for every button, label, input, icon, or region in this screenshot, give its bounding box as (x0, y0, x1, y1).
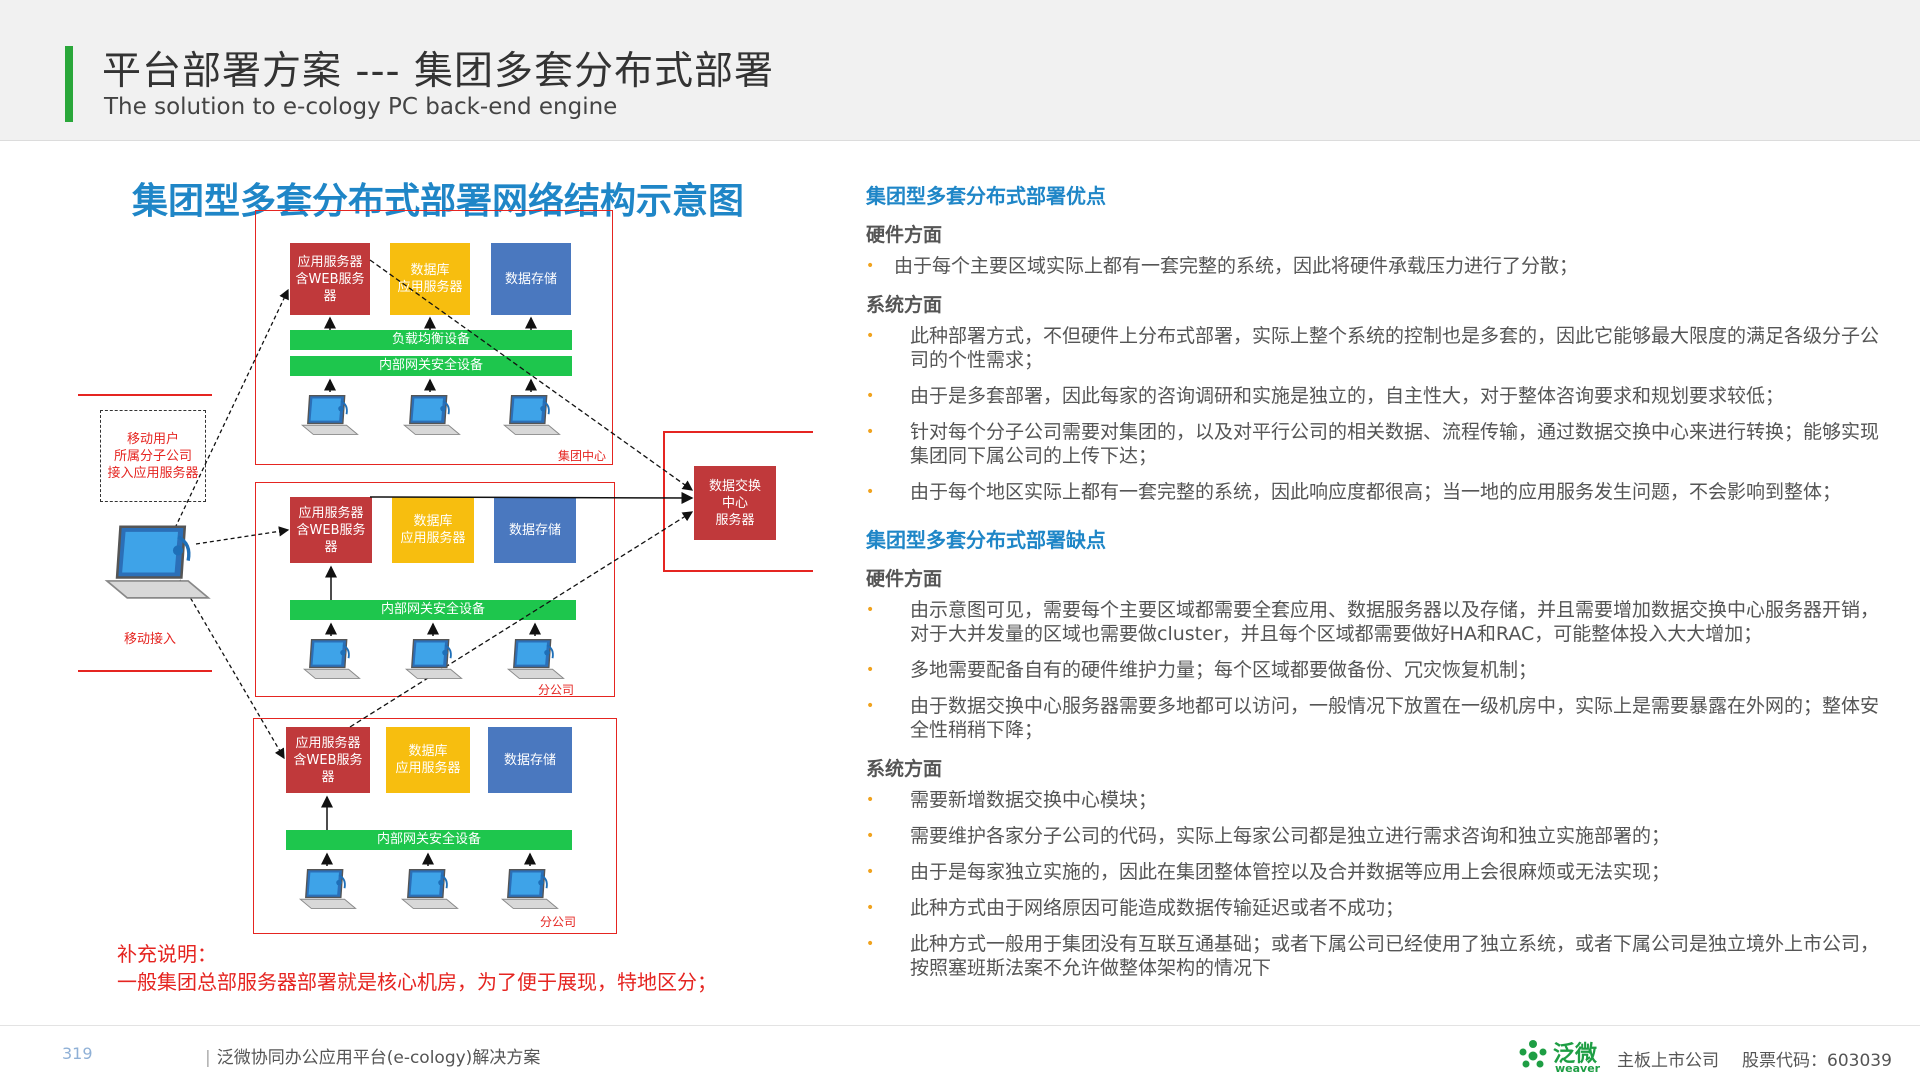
page-number: 319 (62, 1044, 93, 1063)
storage-box-1: 数据存储 (491, 243, 571, 315)
list-item: •由于每个地区实际上都有一套完整的系统，因此响应度都很高；当一地的应用服务发生问… (866, 481, 1842, 503)
mobile-note-box: 移动用户 所属分子公司 接入应用服务器 (100, 410, 206, 502)
mobile-access-label: 移动接入 (124, 632, 177, 647)
load-balancer-bar-1: 负载均衡设备 (290, 330, 572, 350)
footer-divider (0, 1025, 1920, 1026)
list-item: •由于是每家独立实施的，因此在集团整体管控以及合并数据等应用上会很麻烦或无法实现… (866, 861, 1671, 883)
app-server-box-2: 应用服务器 含WEB服务器 (290, 497, 372, 563)
arrow-mobile-to-r2 (195, 526, 290, 545)
mobile-laptop-icon (105, 525, 211, 600)
advantages-hardware-title: 硬件方面 (866, 224, 943, 246)
region-group-center (255, 210, 613, 465)
stock-code: 股票代码：603039 (1742, 1051, 1892, 1071)
region-group-center-label: 集团中心 (558, 449, 607, 463)
arrow-r2-to-exchange (369, 491, 694, 504)
exchange-region-left (663, 431, 665, 571)
disadvantages-title: 集团型多套分布式部署缺点 (866, 528, 1106, 552)
laptop-icon (501, 868, 559, 910)
list-item: •由于是多套部署，因此每家的咨询调研和实施是独立的，自主性大，对于整体咨询要求和… (866, 385, 1785, 407)
slide-subtitle: The solution to e-cology PC back-end eng… (104, 94, 618, 120)
gateway-bar-1: 内部网关安全设备 (290, 356, 572, 376)
arrow-mobile-to-r3 (179, 579, 285, 760)
exchange-region-bottom (663, 570, 813, 572)
diagram-title: 集团型多套分布式部署网络结构示意图 (132, 181, 745, 222)
db-server-box-3: 数据库 应用服务器 (386, 727, 470, 793)
gateway-bar-3: 内部网关安全设备 (286, 830, 572, 850)
laptop-icon (405, 638, 463, 680)
app-server-box-1: 应用服务器 含WEB服务器 (290, 243, 370, 315)
company-type: 主板上市公司 (1617, 1051, 1719, 1071)
supplementary-note: 补充说明： 一般集团总部服务器部署就是核心机房，为了便于展现，特地区分； (117, 940, 717, 996)
slide-header: 平台部署方案 --- 集团多套分布式部署 The solution to e-c… (0, 0, 1920, 141)
laptop-icon (303, 638, 361, 680)
arrow-mobile-to-r1 (174, 288, 289, 529)
note-heading: 补充说明： (117, 942, 217, 966)
region-subsidiary-a (255, 482, 615, 697)
laptop-icon (301, 394, 359, 436)
slide-title: 平台部署方案 --- 集团多套分布式部署 (102, 49, 775, 94)
disadvantages-system-title: 系统方面 (866, 758, 943, 780)
logo-icon (1519, 1040, 1547, 1068)
storage-box-3: 数据存储 (488, 727, 572, 793)
mobile-region-bottom (78, 670, 212, 672)
laptop-icon (507, 638, 565, 680)
note-body: 一般集团总部服务器部署就是核心机房，为了便于展现，特地区分； (117, 970, 717, 994)
footer-separator: | (205, 1048, 211, 1068)
footer-doc-title: |泛微协同办公应用平台(e-cology)解决方案 (205, 1043, 540, 1068)
region-subsidiary-a-label: 分公司 (538, 683, 575, 697)
list-item: •由于数据交换中心服务器需要多地都可以访问，一般情况下放置在一级机房中，实际上是… (866, 695, 1880, 741)
title-accent-bar (65, 46, 73, 122)
region-subsidiary-b-label: 分公司 (540, 915, 577, 929)
app-server-box-3: 应用服务器 含WEB服务器 (286, 727, 370, 793)
region-subsidiary-b (253, 718, 617, 934)
gateway-bar-2: 内部网关安全设备 (290, 600, 576, 620)
list-item: •针对每个分子公司需要对集团的，以及对平行公司的相关数据、流程传输，通过数据交换… (866, 421, 1880, 467)
laptop-icon (403, 394, 461, 436)
arrow-r1-to-exchange (369, 259, 694, 491)
disadvantages-hardware-title: 硬件方面 (866, 568, 943, 590)
laptop-icon (503, 394, 561, 436)
list-item: •此种方式一般用于集团没有互联互通基础；或者下属公司已经使用了独立系统，或者下属… (866, 933, 1880, 979)
db-server-box-2: 数据库 应用服务器 (392, 497, 474, 563)
advantages-title: 集团型多套分布式部署优点 (866, 184, 1106, 208)
list-item: •需要新增数据交换中心模块； (866, 789, 1158, 811)
laptop-icon (299, 868, 357, 910)
list-item: •需要维护各家分子公司的代码，实际上每家公司都是独立进行需求咨询和独立实施部署的… (866, 825, 1671, 847)
list-item: •此种部署方式，不但硬件上分布式部署，实际上整个系统的控制也是多套的，因此它能够… (866, 325, 1880, 371)
advantages-system-title: 系统方面 (866, 294, 943, 316)
mobile-region-top (78, 394, 212, 396)
logo-cn-text: 泛微 (1553, 1042, 1598, 1067)
list-item: •由示意图可见，需要每个主要区域都需要全套应用、数据服务器以及存储，并且需要增加… (866, 599, 1880, 645)
list-item: •此种方式由于网络原因可能造成数据传输延迟或者不成功； (866, 897, 1405, 919)
storage-box-2: 数据存储 (494, 497, 576, 563)
laptop-icon (401, 868, 459, 910)
advantages-disadvantages-panel: 集团型多套分布式部署优点 硬件方面 •由于每个主要区域实际上都有一套完整的系统，… (866, 182, 1896, 992)
weaver-logo: 泛微 weaver (1515, 1036, 1605, 1076)
list-item: •由于每个主要区域实际上都有一套完整的系统，因此将硬件承载压力进行了分散； (866, 255, 1579, 277)
logo-en-text: weaver (1555, 1062, 1601, 1075)
list-item: •多地需要配备自有的硬件维护力量；每个区域都要做备份、冗灾恢复机制； (866, 659, 1538, 681)
exchange-region-top (663, 431, 813, 433)
arrow-r3-to-exchange (349, 511, 694, 728)
footer-doc-title-text: 泛微协同办公应用平台(e-cology)解决方案 (216, 1048, 541, 1068)
diagram-connectors (105, 259, 694, 910)
exchange-server-box: 数据交换 中心 服务器 (694, 466, 776, 540)
